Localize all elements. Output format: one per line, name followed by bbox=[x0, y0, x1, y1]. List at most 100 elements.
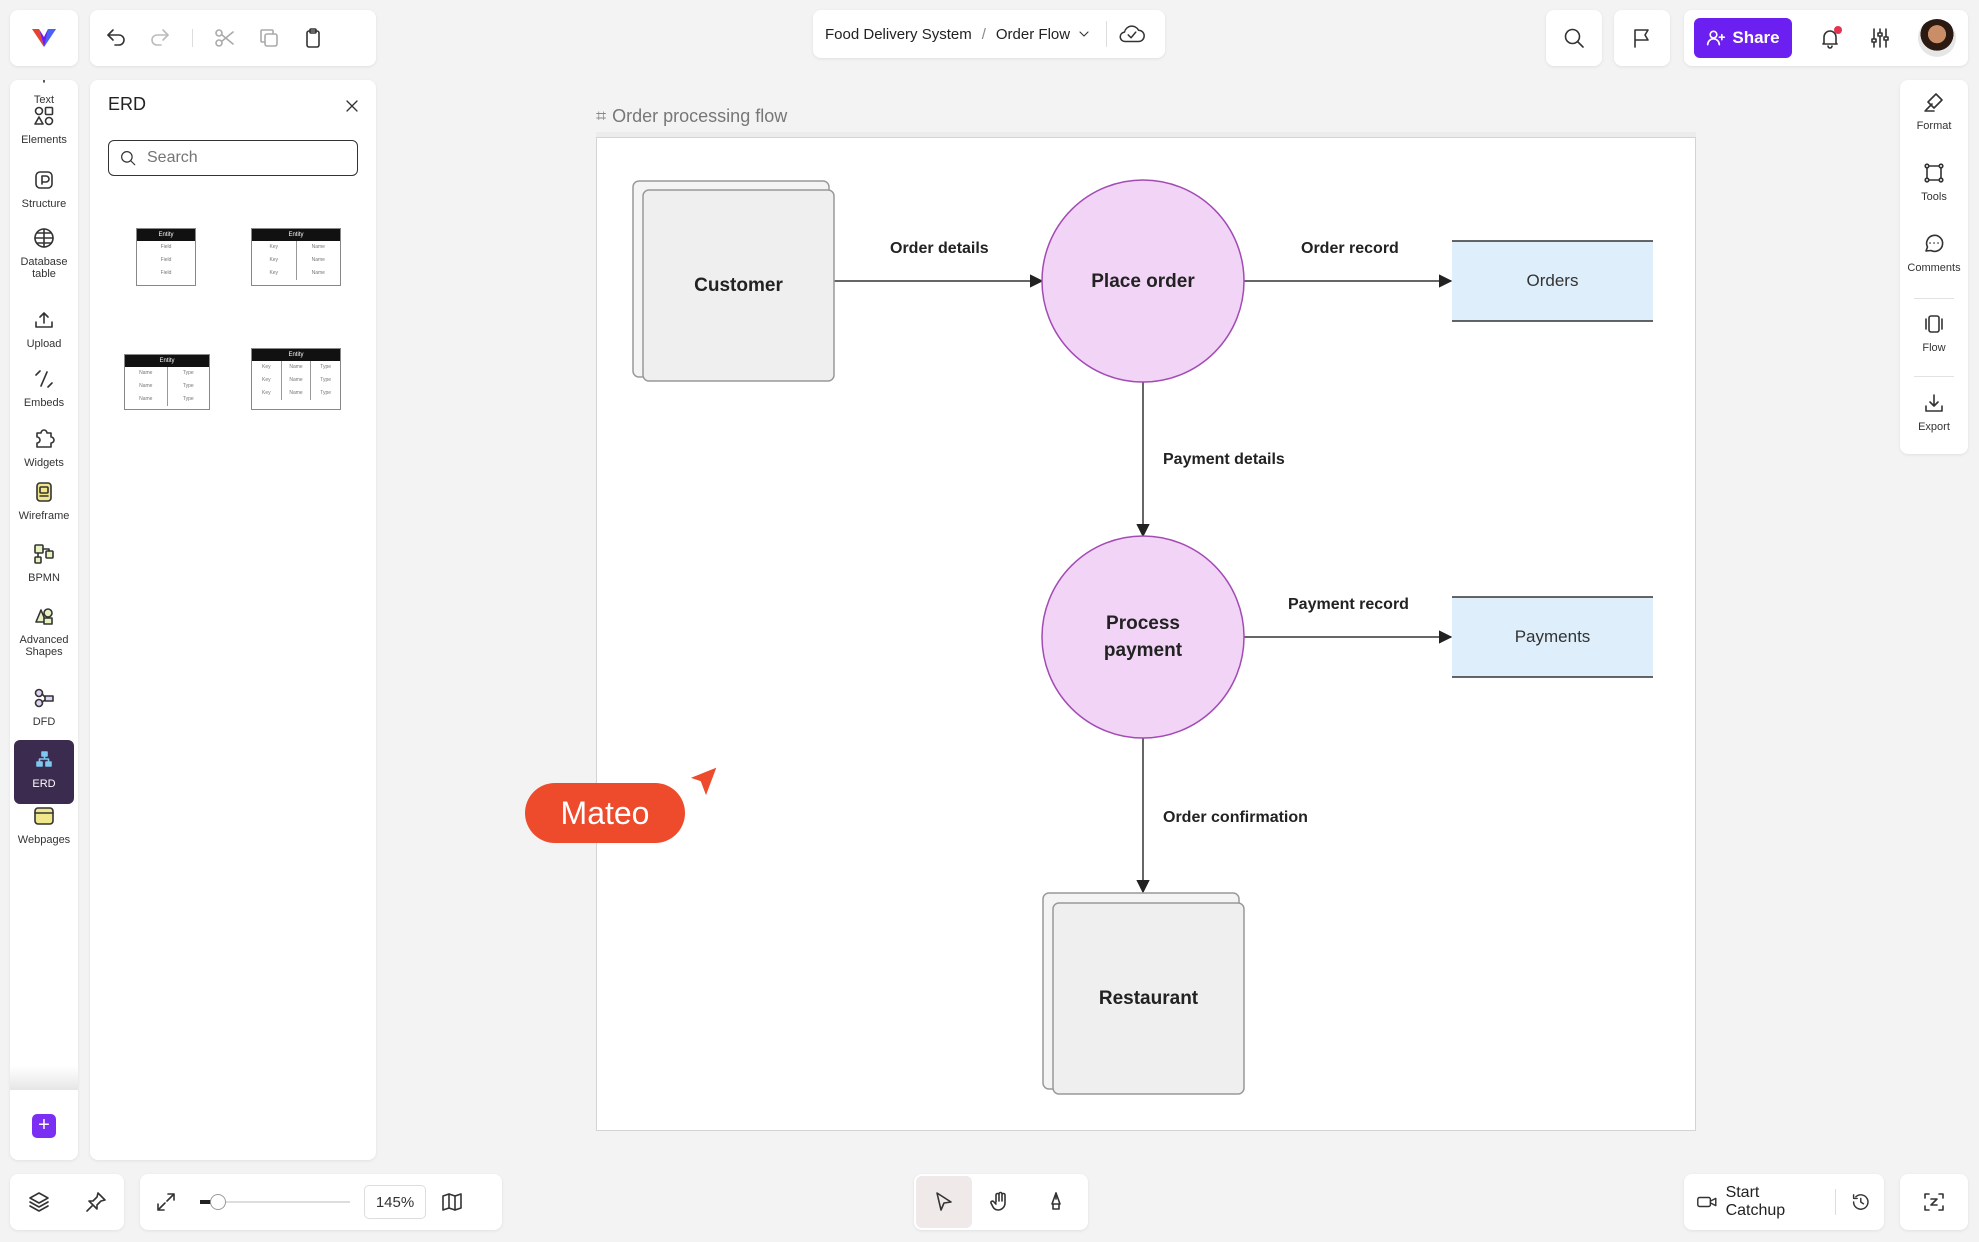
layers-icon[interactable] bbox=[27, 1190, 51, 1214]
redo-icon[interactable] bbox=[148, 26, 172, 50]
edge-label-payment-details[interactable]: Payment details bbox=[1163, 451, 1285, 468]
undo-icon[interactable] bbox=[104, 26, 128, 50]
shape-search[interactable] bbox=[108, 140, 358, 176]
select-tool[interactable] bbox=[916, 1176, 972, 1228]
tool-wireframe[interactable]: Wireframe bbox=[10, 480, 78, 532]
add-tool-button[interactable]: + bbox=[32, 1114, 56, 1138]
edge-label-order-record[interactable]: Order record bbox=[1301, 240, 1399, 257]
flow-icon bbox=[1922, 312, 1946, 336]
tool-label: DFD bbox=[32, 716, 56, 728]
tool-widgets[interactable]: Widgets bbox=[10, 427, 78, 477]
panel-tools[interactable]: Tools bbox=[1900, 161, 1968, 203]
entity-cell: Name bbox=[125, 367, 168, 380]
entity-header: Entity bbox=[252, 229, 340, 241]
search-input[interactable] bbox=[147, 149, 337, 167]
entity-header: Entity bbox=[137, 229, 195, 241]
tool-database-table[interactable]: Database table bbox=[10, 226, 78, 296]
share-label: Share bbox=[1732, 28, 1780, 47]
customer-label: Customer bbox=[694, 275, 783, 296]
panel-format[interactable]: Format bbox=[1900, 90, 1968, 132]
entity-cell: Field bbox=[160, 244, 172, 250]
panel-label: Flow bbox=[1922, 342, 1946, 354]
present-button[interactable] bbox=[1614, 10, 1670, 66]
tool-label: Text bbox=[33, 94, 55, 106]
zoom-level[interactable]: 145% bbox=[364, 1185, 426, 1219]
share-button[interactable]: Share bbox=[1694, 18, 1792, 58]
panel-flow[interactable]: Flow bbox=[1900, 312, 1968, 354]
history-icon[interactable] bbox=[1850, 1191, 1872, 1213]
entity-cell: Key bbox=[252, 267, 297, 280]
search-icon bbox=[119, 149, 137, 167]
entity-cell: Name bbox=[311, 270, 325, 276]
tool-upload[interactable]: Upload bbox=[10, 308, 78, 358]
frame-title[interactable]: ⌗ Order processing flow bbox=[596, 106, 787, 127]
app-logo[interactable] bbox=[10, 10, 78, 66]
bell-icon[interactable] bbox=[1818, 26, 1842, 50]
entity-cell: Key bbox=[252, 254, 297, 267]
tools-icon bbox=[1922, 161, 1946, 185]
video-camera-icon bbox=[1696, 1191, 1718, 1213]
panel-title: ERD bbox=[108, 94, 147, 114]
entity-header: Entity bbox=[252, 349, 340, 361]
tool-webpages[interactable]: Webpages bbox=[10, 804, 78, 854]
tool-label: BPMN bbox=[28, 572, 60, 584]
start-catchup-button[interactable]: Start Catchup bbox=[1725, 1184, 1786, 1219]
tool-embeds[interactable]: Embeds bbox=[10, 367, 78, 417]
entity-cell: Field bbox=[160, 257, 172, 263]
edge-label-order-confirmation[interactable]: Order confirmation bbox=[1163, 809, 1308, 826]
minimap-icon[interactable] bbox=[440, 1190, 464, 1214]
close-icon[interactable] bbox=[342, 96, 362, 116]
logo-icon bbox=[32, 29, 56, 47]
panel-export[interactable]: Export bbox=[1900, 391, 1968, 433]
breadcrumb-page[interactable]: Order Flow bbox=[995, 25, 1071, 43]
divider bbox=[1106, 21, 1108, 47]
cloud-saved-icon[interactable] bbox=[1117, 19, 1147, 49]
breadcrumb-project[interactable]: Food Delivery System bbox=[825, 25, 972, 43]
zoom-slider[interactable] bbox=[200, 1192, 350, 1212]
panel-label: Tools bbox=[1921, 191, 1947, 203]
tool-erd[interactable]: ERD bbox=[14, 740, 74, 804]
panel-comments[interactable]: Comments bbox=[1900, 232, 1968, 274]
edge-label-payment-record[interactable]: Payment record bbox=[1288, 596, 1409, 613]
paste-icon[interactable] bbox=[301, 26, 325, 50]
tool-dfd[interactable]: DFD bbox=[10, 686, 78, 736]
notification-dot bbox=[1834, 26, 1842, 34]
user-avatar[interactable] bbox=[1918, 19, 1956, 57]
entity-cell: Key bbox=[252, 374, 282, 387]
breadcrumb: Food Delivery System / Order Flow bbox=[813, 10, 1165, 58]
erd-shapes-panel: ERD EntityFieldFieldFieldEntityKeyNameKe… bbox=[90, 80, 376, 1160]
tool-text[interactable]: Text bbox=[10, 80, 78, 108]
chevron-down-icon[interactable] bbox=[1076, 26, 1092, 42]
frame-title-text: Order processing flow bbox=[612, 106, 788, 126]
toolbar-divider bbox=[192, 29, 193, 47]
pin-icon[interactable] bbox=[84, 1190, 108, 1214]
tool-elements[interactable]: Elements bbox=[10, 104, 78, 154]
pen-tool[interactable] bbox=[1028, 1176, 1084, 1228]
zoom-knob[interactable] bbox=[210, 1194, 226, 1210]
cut-icon[interactable] bbox=[213, 26, 237, 50]
ai-assist-button[interactable] bbox=[1900, 1174, 1968, 1230]
tool-label: Elements bbox=[21, 134, 67, 146]
hand-icon bbox=[988, 1190, 1012, 1214]
hand-tool[interactable] bbox=[972, 1176, 1028, 1228]
tool-label: Upload bbox=[26, 338, 62, 350]
fit-screen-icon[interactable] bbox=[154, 1190, 178, 1214]
payments-label: Payments bbox=[1514, 627, 1591, 646]
wireframe-icon bbox=[32, 480, 56, 504]
search-button[interactable] bbox=[1546, 10, 1602, 66]
tool-advanced-shapes[interactable]: Advanced Shapes bbox=[10, 604, 78, 668]
edge-label-order-details[interactable]: Order details bbox=[890, 240, 989, 257]
copy-icon[interactable] bbox=[257, 26, 281, 50]
tool-structure[interactable]: Structure bbox=[10, 168, 78, 218]
sliders-icon[interactable] bbox=[1868, 26, 1892, 50]
tool-bpmn[interactable]: BPMN bbox=[10, 542, 78, 592]
entity-cell: Key bbox=[252, 361, 282, 374]
entity-cell: Name bbox=[125, 393, 168, 406]
entity-cell: Name bbox=[125, 380, 168, 393]
